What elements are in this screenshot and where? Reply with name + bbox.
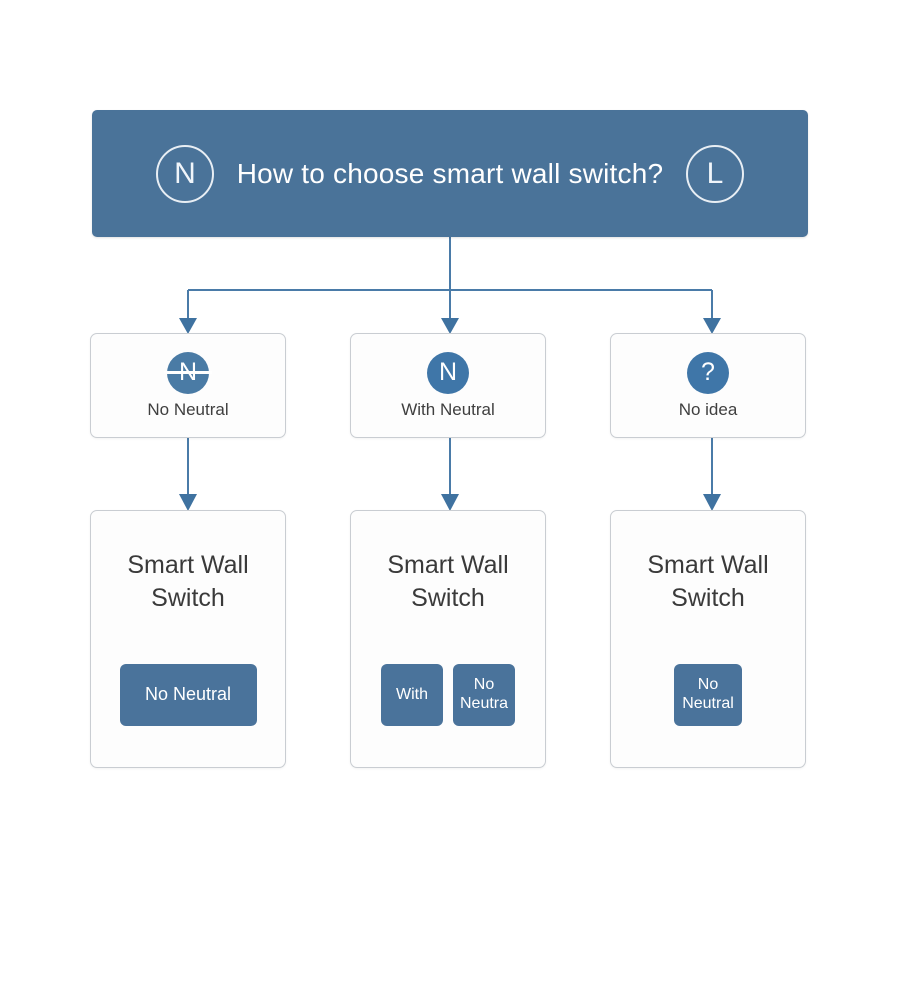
product-button-row: No Neutral	[611, 664, 805, 726]
product-button-row: With No Neutra	[351, 664, 545, 726]
arrowhead-col2-lower	[441, 494, 459, 511]
product-card-title-line1: Smart Wall	[647, 551, 769, 579]
neutral-wire-circle-icon: N	[156, 145, 214, 203]
product-card-title: Smart Wall Switch	[351, 549, 545, 614]
arrowhead-col2-upper	[441, 318, 459, 334]
arrowhead-col3-lower	[703, 494, 721, 511]
question-mark-icon: ?	[687, 351, 729, 394]
neutral-wire-circle-label: N	[174, 157, 196, 190]
arrowhead-col3-upper	[703, 318, 721, 334]
product-card-title-line2: Switch	[411, 583, 485, 612]
option-label-with-neutral: With Neutral	[401, 399, 495, 419]
product-card-title-line1: Smart Wall	[127, 551, 249, 579]
page-title: How to choose smart wall switch?	[236, 157, 664, 189]
product-card-title-line1: Smart Wall	[387, 551, 509, 579]
product-button-row: No Neutral	[91, 664, 285, 726]
live-wire-circle-icon: L	[686, 145, 744, 203]
option-label-no-neutral: No Neutral	[147, 399, 229, 419]
product-card-title: Smart Wall Switch	[91, 549, 285, 614]
with-neutral-icon-glyph: N	[438, 358, 458, 386]
no-neutral-icon: N	[164, 351, 212, 394]
product-card-no-idea[interactable]: Smart Wall Switch No Neutral	[610, 510, 806, 768]
product-card-title: Smart Wall Switch	[611, 549, 805, 614]
question-mark-icon-glyph: ?	[701, 358, 715, 386]
switch-button-no-neutral[interactable]: No Neutral	[119, 664, 257, 726]
product-card-title-line2: Switch	[671, 583, 745, 612]
option-box-with-neutral[interactable]: N With Neutral	[350, 333, 546, 438]
live-wire-circle-label: L	[706, 157, 724, 190]
with-neutral-icon: N	[427, 351, 469, 394]
header-banner: N How to choose smart wall switch? L	[92, 110, 808, 237]
option-box-no-neutral[interactable]: N No Neutral	[90, 333, 286, 438]
switch-button-no-neutra[interactable]: No Neutra	[453, 664, 515, 726]
no-neutral-strike-line	[164, 371, 212, 374]
option-box-no-idea[interactable]: ? No idea	[610, 333, 806, 438]
option-label-no-idea: No idea	[678, 399, 738, 419]
product-card-title-line2: Switch	[151, 583, 225, 612]
product-card-with-neutral[interactable]: Smart Wall Switch With No Neutra	[350, 510, 546, 768]
arrowhead-col1-lower	[179, 494, 197, 511]
switch-button-with[interactable]: With	[381, 664, 443, 726]
switch-button-no-neutral[interactable]: No Neutral	[674, 664, 742, 726]
arrowhead-col1-upper	[179, 318, 197, 334]
product-card-no-neutral[interactable]: Smart Wall Switch No Neutral	[90, 510, 286, 768]
